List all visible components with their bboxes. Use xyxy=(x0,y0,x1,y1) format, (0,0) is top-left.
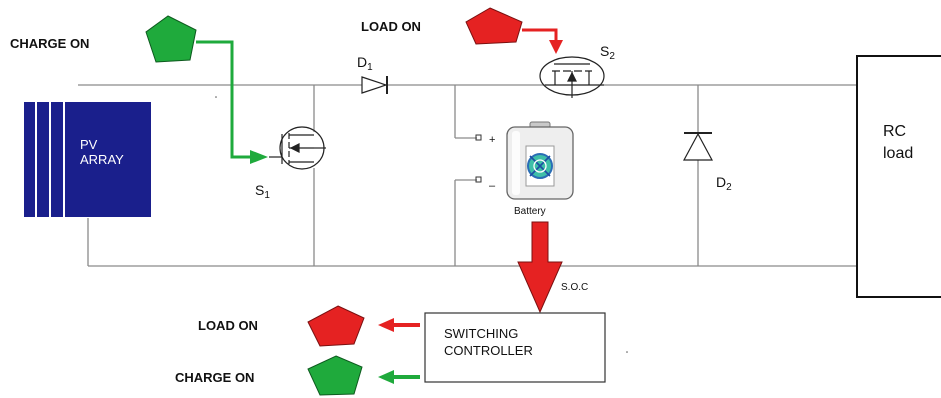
charge-on-bottom-label: CHARGE ON xyxy=(175,370,254,385)
pv-array-panel xyxy=(24,102,151,217)
battery-positive-terminal xyxy=(475,134,482,141)
charge-on-bottom-arrowhead xyxy=(378,370,394,384)
stray-dot xyxy=(215,96,217,98)
diode-d2-triangle xyxy=(682,132,714,161)
rc-load-label-line2: load xyxy=(883,145,913,162)
load-on-bottom-arrowhead xyxy=(378,318,394,332)
battery-logo-cross xyxy=(529,155,551,177)
charge-on-arrowhead xyxy=(250,150,268,164)
pv-label-line1: PV xyxy=(80,137,98,152)
load-on-arrowhead xyxy=(549,40,563,54)
battery-plus-sign: + xyxy=(489,134,495,146)
battery-minus-sign: – xyxy=(489,180,496,192)
diode-d2 xyxy=(682,132,714,161)
soc-arrow-shape xyxy=(517,221,563,314)
circuit-wires xyxy=(78,84,857,267)
switching-controller-box xyxy=(424,312,606,383)
d2-label: D2 xyxy=(716,174,732,193)
load-on-pentagon-icon xyxy=(465,7,523,45)
load-on-top-label: LOAD ON xyxy=(361,19,421,34)
soc-arrow: S.O.C xyxy=(517,221,588,314)
soc-label: S.O.C xyxy=(561,282,588,293)
charge-on-signal-line xyxy=(196,40,251,159)
load-on-signal-line xyxy=(522,28,558,41)
d1-label: D1 xyxy=(357,54,373,73)
pv-array: PV ARRAY xyxy=(24,102,151,217)
charge-on-bottom-pentagon-icon xyxy=(307,355,363,396)
pv-label-line2: ARRAY xyxy=(80,152,124,167)
load-on-bottom-label: LOAD ON xyxy=(198,318,258,333)
mosfet-s2-arrow xyxy=(567,71,577,82)
battery-highlight xyxy=(512,131,520,195)
charge-on-top-label: CHARGE ON xyxy=(10,36,89,51)
load-on-bottom-pentagon-icon xyxy=(307,305,365,347)
diode-d1-triangle xyxy=(361,76,388,94)
mosfet-s1-arrow xyxy=(289,143,300,153)
stray-dot xyxy=(626,351,628,353)
rc-load-box xyxy=(856,55,941,298)
battery: Battery xyxy=(506,121,574,217)
battery-logo-ring xyxy=(533,159,547,173)
mosfet-s1 xyxy=(269,126,326,170)
battery-negative-terminal xyxy=(475,176,482,183)
controller-label-line1: SWITCHING xyxy=(444,326,518,341)
s2-label: S2 xyxy=(600,43,615,62)
charge-on-pentagon-icon xyxy=(145,15,197,63)
rc-load-label-line1: RC xyxy=(883,123,906,140)
controller-label-line2: CONTROLLER xyxy=(444,343,533,358)
diode-d1 xyxy=(361,76,388,94)
battery-label: Battery xyxy=(514,206,546,217)
s1-label: S1 xyxy=(255,182,270,201)
mosfet-s2 xyxy=(539,56,605,98)
